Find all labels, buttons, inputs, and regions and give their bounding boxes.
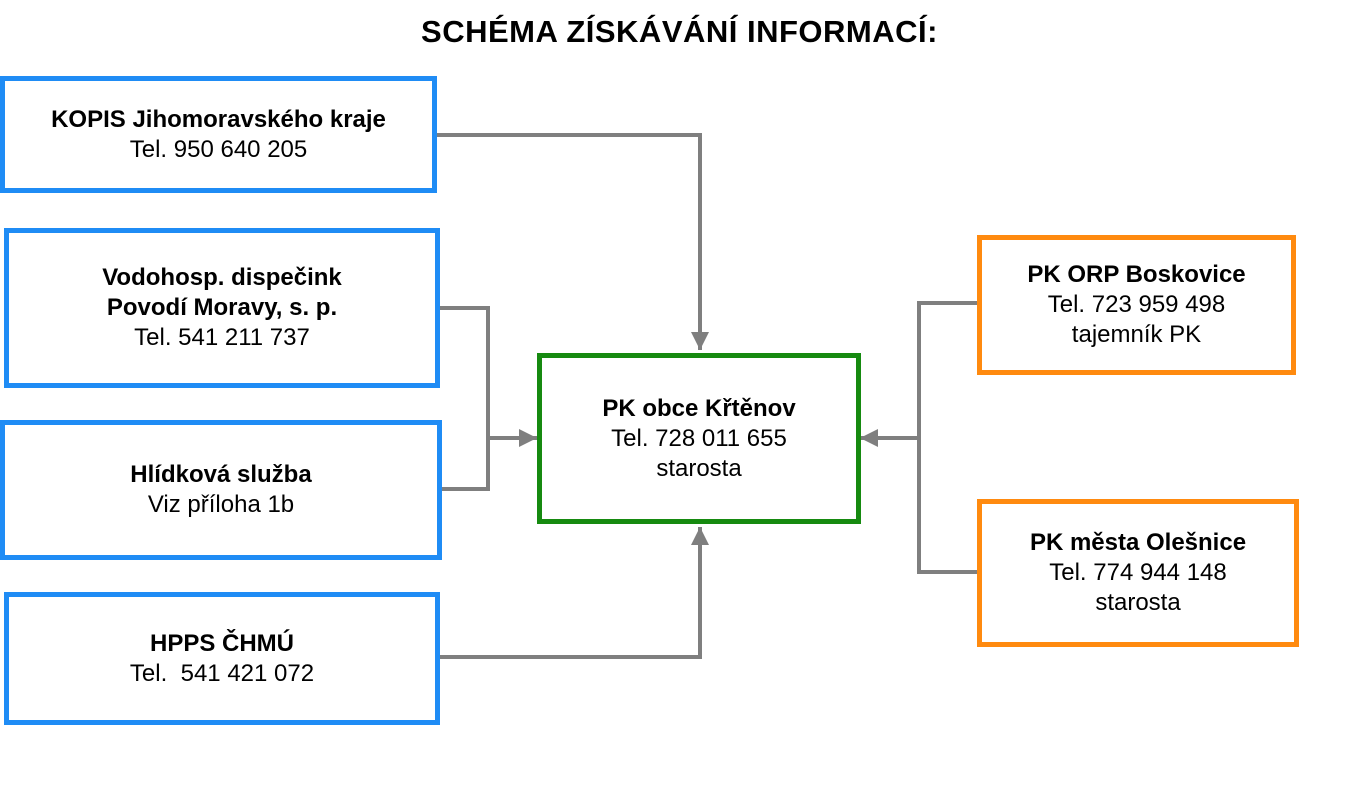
source-reference: Viz příloha 1b: [147, 491, 295, 518]
orp-box-olesnice: PK města Olešnice Tel. 774 944 148 staro…: [977, 499, 1299, 647]
center-box-pk-obce: PK obce Křtěnov Tel. 728 011 655 starost…: [537, 353, 861, 524]
source-box-hpps-chmu: HPPS ČHMÚ Tel. 541 421 072: [4, 592, 440, 725]
center-phone: Tel. 728 011 655: [611, 424, 787, 452]
connector-vodohosp: [437, 306, 490, 438]
center-name: PK obce Křtěnov: [602, 394, 796, 422]
orp-phone: Tel. 774 944 148: [1049, 559, 1227, 586]
source-name: KOPIS Jihomoravského kraje: [51, 105, 386, 133]
orp-box-boskovice: PK ORP Boskovice Tel. 723 959 498 tajemn…: [977, 235, 1296, 375]
orp-name: PK města Olešnice: [1029, 529, 1247, 556]
orp-role: tajemník PK: [1071, 321, 1202, 348]
connector-olesnice: [917, 438, 980, 574]
source-phone: Tel. 541 211 737: [134, 324, 310, 351]
orp-role: starosta: [1095, 589, 1181, 616]
connector-hpps: [437, 527, 709, 659]
source-box-kopis: KOPIS Jihomoravského kraje Tel. 950 640 …: [0, 76, 437, 193]
source-name: HPPS ČHMÚ: [149, 629, 294, 657]
connector-orp-boskovice: [917, 301, 980, 438]
source-box-hlidkova-sluzba: Hlídková služba Viz příloha 1b: [0, 420, 442, 560]
source-phone: Tel. 950 640 205: [129, 135, 308, 163]
center-role: starosta: [656, 454, 742, 482]
source-name-line2: Povodí Moravy, s. p.: [106, 294, 338, 321]
source-name: Vodohosp. dispečink: [102, 264, 342, 291]
source-name: Hlídková služba: [130, 461, 312, 488]
orp-name: PK ORP Boskovice: [1027, 261, 1246, 288]
orp-phone: Tel. 723 959 498: [1047, 291, 1226, 318]
source-phone: Tel. 541 421 072: [129, 659, 315, 687]
diagram-title: SCHÉMA ZÍSKÁVÁNÍ INFORMACÍ:: [421, 14, 938, 49]
connector-kopis: [437, 133, 709, 350]
source-box-vodohosp: Vodohosp. dispečink Povodí Moravy, s. p.…: [4, 228, 440, 388]
connector-hlidkova: [437, 438, 490, 491]
